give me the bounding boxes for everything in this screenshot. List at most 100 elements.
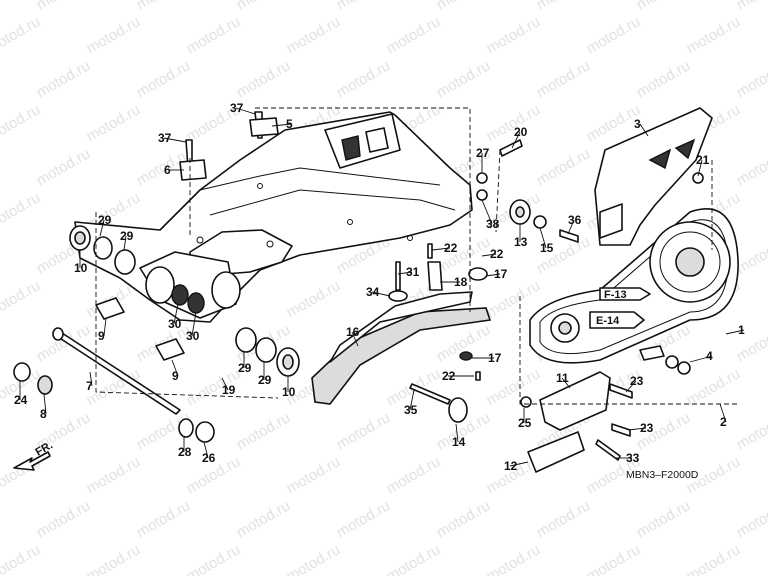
watermark-text: motod.ru [0,101,43,145]
watermark-text: motod.ru [134,497,194,541]
callout-leader [725,329,745,335]
callout-leader [163,137,187,143]
watermark-text: motod.ru [34,0,94,13]
callout-leader [455,423,459,443]
watermark-text: motod.ru [734,57,768,101]
assembly-outlines [95,107,740,405]
watermark-text: motod.ru [0,277,43,321]
watermark-text: motod.ru [0,189,43,233]
callout-number-3: 3 [634,117,641,131]
callout-number-13: 13 [514,235,528,249]
callout-number-5: 5 [286,117,293,131]
callout-number-15: 15 [540,241,554,255]
callout-number-19: 19 [222,383,236,397]
watermark-text: motod.ru [534,233,594,277]
swingarm [74,111,473,323]
callout-leader [567,219,575,235]
callout-number-23: 23 [640,421,654,435]
watermark-text: motod.ru [34,497,94,541]
callout-number-27: 27 [476,146,490,160]
callout-number-17: 17 [494,267,508,281]
callout-number-33: 33 [626,451,640,465]
watermark-text: motod.ru [284,277,344,321]
watermark-text: motod.ru [484,541,544,576]
callout-number-2: 2 [720,415,727,429]
diagram-code: MBN3–F2000D [626,469,699,481]
watermark-text: motod.ru [584,13,644,57]
callout-number-30: 30 [186,329,200,343]
callout-leader [719,403,727,423]
watermark-text: motod.ru [734,497,768,541]
callout-leader [397,271,413,275]
watermark-text: motod.ru [84,101,144,145]
callout-leader [485,273,501,277]
callout-leader [511,131,521,149]
callout-number-25: 25 [518,416,532,430]
watermark-text: motod.ru [384,453,444,497]
watermark-text: motod.ru [634,0,694,13]
watermark-text: motod.ru [234,409,294,453]
watermark-text: motod.ru [334,497,394,541]
callout-number-1: 1 [738,323,745,337]
watermark-text: motod.ru [234,0,294,13]
slider-hardware [388,243,488,381]
callout-number-23: 23 [630,374,644,388]
callout-number-28: 28 [178,445,192,459]
watermark-text: motod.ru [684,13,744,57]
callout-number-21: 21 [696,153,710,167]
callout-number-29: 29 [120,229,134,243]
callout-number-10: 10 [282,385,296,399]
callout-number-20: 20 [514,125,528,139]
callout-number-9: 9 [98,329,105,343]
callout-number-26: 26 [202,451,216,465]
front-direction-arrow: FR. [13,439,55,471]
callout-leader [409,389,415,411]
callout-number-7: 7 [86,379,93,393]
callout-number-29: 29 [238,361,252,375]
callout-number-37: 37 [158,131,172,145]
watermark-text: motod.ru [534,57,594,101]
callout-number-11: 11 [556,371,569,385]
watermark-text: motod.ru [184,13,244,57]
callout-leader [539,227,547,249]
watermark-text: motod.ru [84,13,144,57]
callout-leader [173,303,179,325]
callout-number-24: 24 [14,393,28,407]
callout-leader [689,355,713,363]
watermark-text: motod.ru [384,541,444,576]
callout-number-30: 30 [168,317,182,331]
callout-number-22: 22 [444,241,458,255]
callout-number-22: 22 [490,247,504,261]
watermark-text: motod.ru [134,57,194,101]
watermark-text: motod.ru [634,497,694,541]
watermark-text: motod.ru [34,145,94,189]
watermark-text: motod.ru [384,13,444,57]
watermark-text: motod.ru [434,57,494,101]
callout-leader [627,427,647,431]
drive-chain [529,208,739,375]
chain-slider [311,291,492,405]
watermark-text: motod.ru [84,453,144,497]
callout-leader [235,107,256,115]
top-hardware [179,111,279,181]
watermark-text: motod.ru [184,541,244,576]
callout-leader [697,159,703,177]
callout-number-14: 14 [452,435,466,449]
watermark-text: motod.ru [0,541,43,576]
callout-number-4: 4 [706,349,713,363]
callout-number-18: 18 [454,275,468,289]
watermark-text: motod.ru [284,13,344,57]
ref-e14-label: E-14 [596,315,620,327]
callout-leader [561,377,571,389]
watermark-text: motod.ru [684,541,744,576]
callout-number-16: 16 [346,325,360,339]
callout-leader [509,461,529,467]
watermark-text: motod.ru [634,57,694,101]
watermark-text: motod.ru [584,541,644,576]
watermark-text: motod.ru [284,453,344,497]
watermark-text: motod.ru [134,0,194,13]
watermark-text: motod.ru [484,13,544,57]
